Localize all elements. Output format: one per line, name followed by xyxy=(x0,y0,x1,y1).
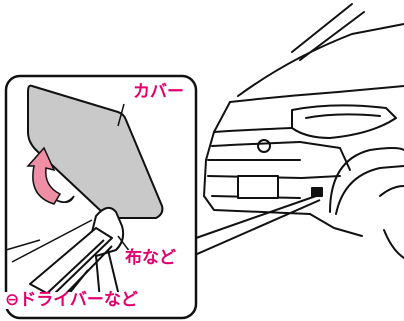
cover-label: カバー xyxy=(132,82,185,102)
arrow-tail-icon xyxy=(55,195,75,203)
callout-leader xyxy=(187,195,321,259)
ground-lines xyxy=(5,219,93,263)
curved-arrow-icon xyxy=(26,146,62,205)
screwdriver-label: ⊖ドライバーなど xyxy=(4,290,139,310)
cover-leader-line xyxy=(117,103,125,127)
cloth-label: 布など xyxy=(124,248,177,268)
car-front xyxy=(203,3,404,259)
cloth-leader-line xyxy=(117,235,131,253)
